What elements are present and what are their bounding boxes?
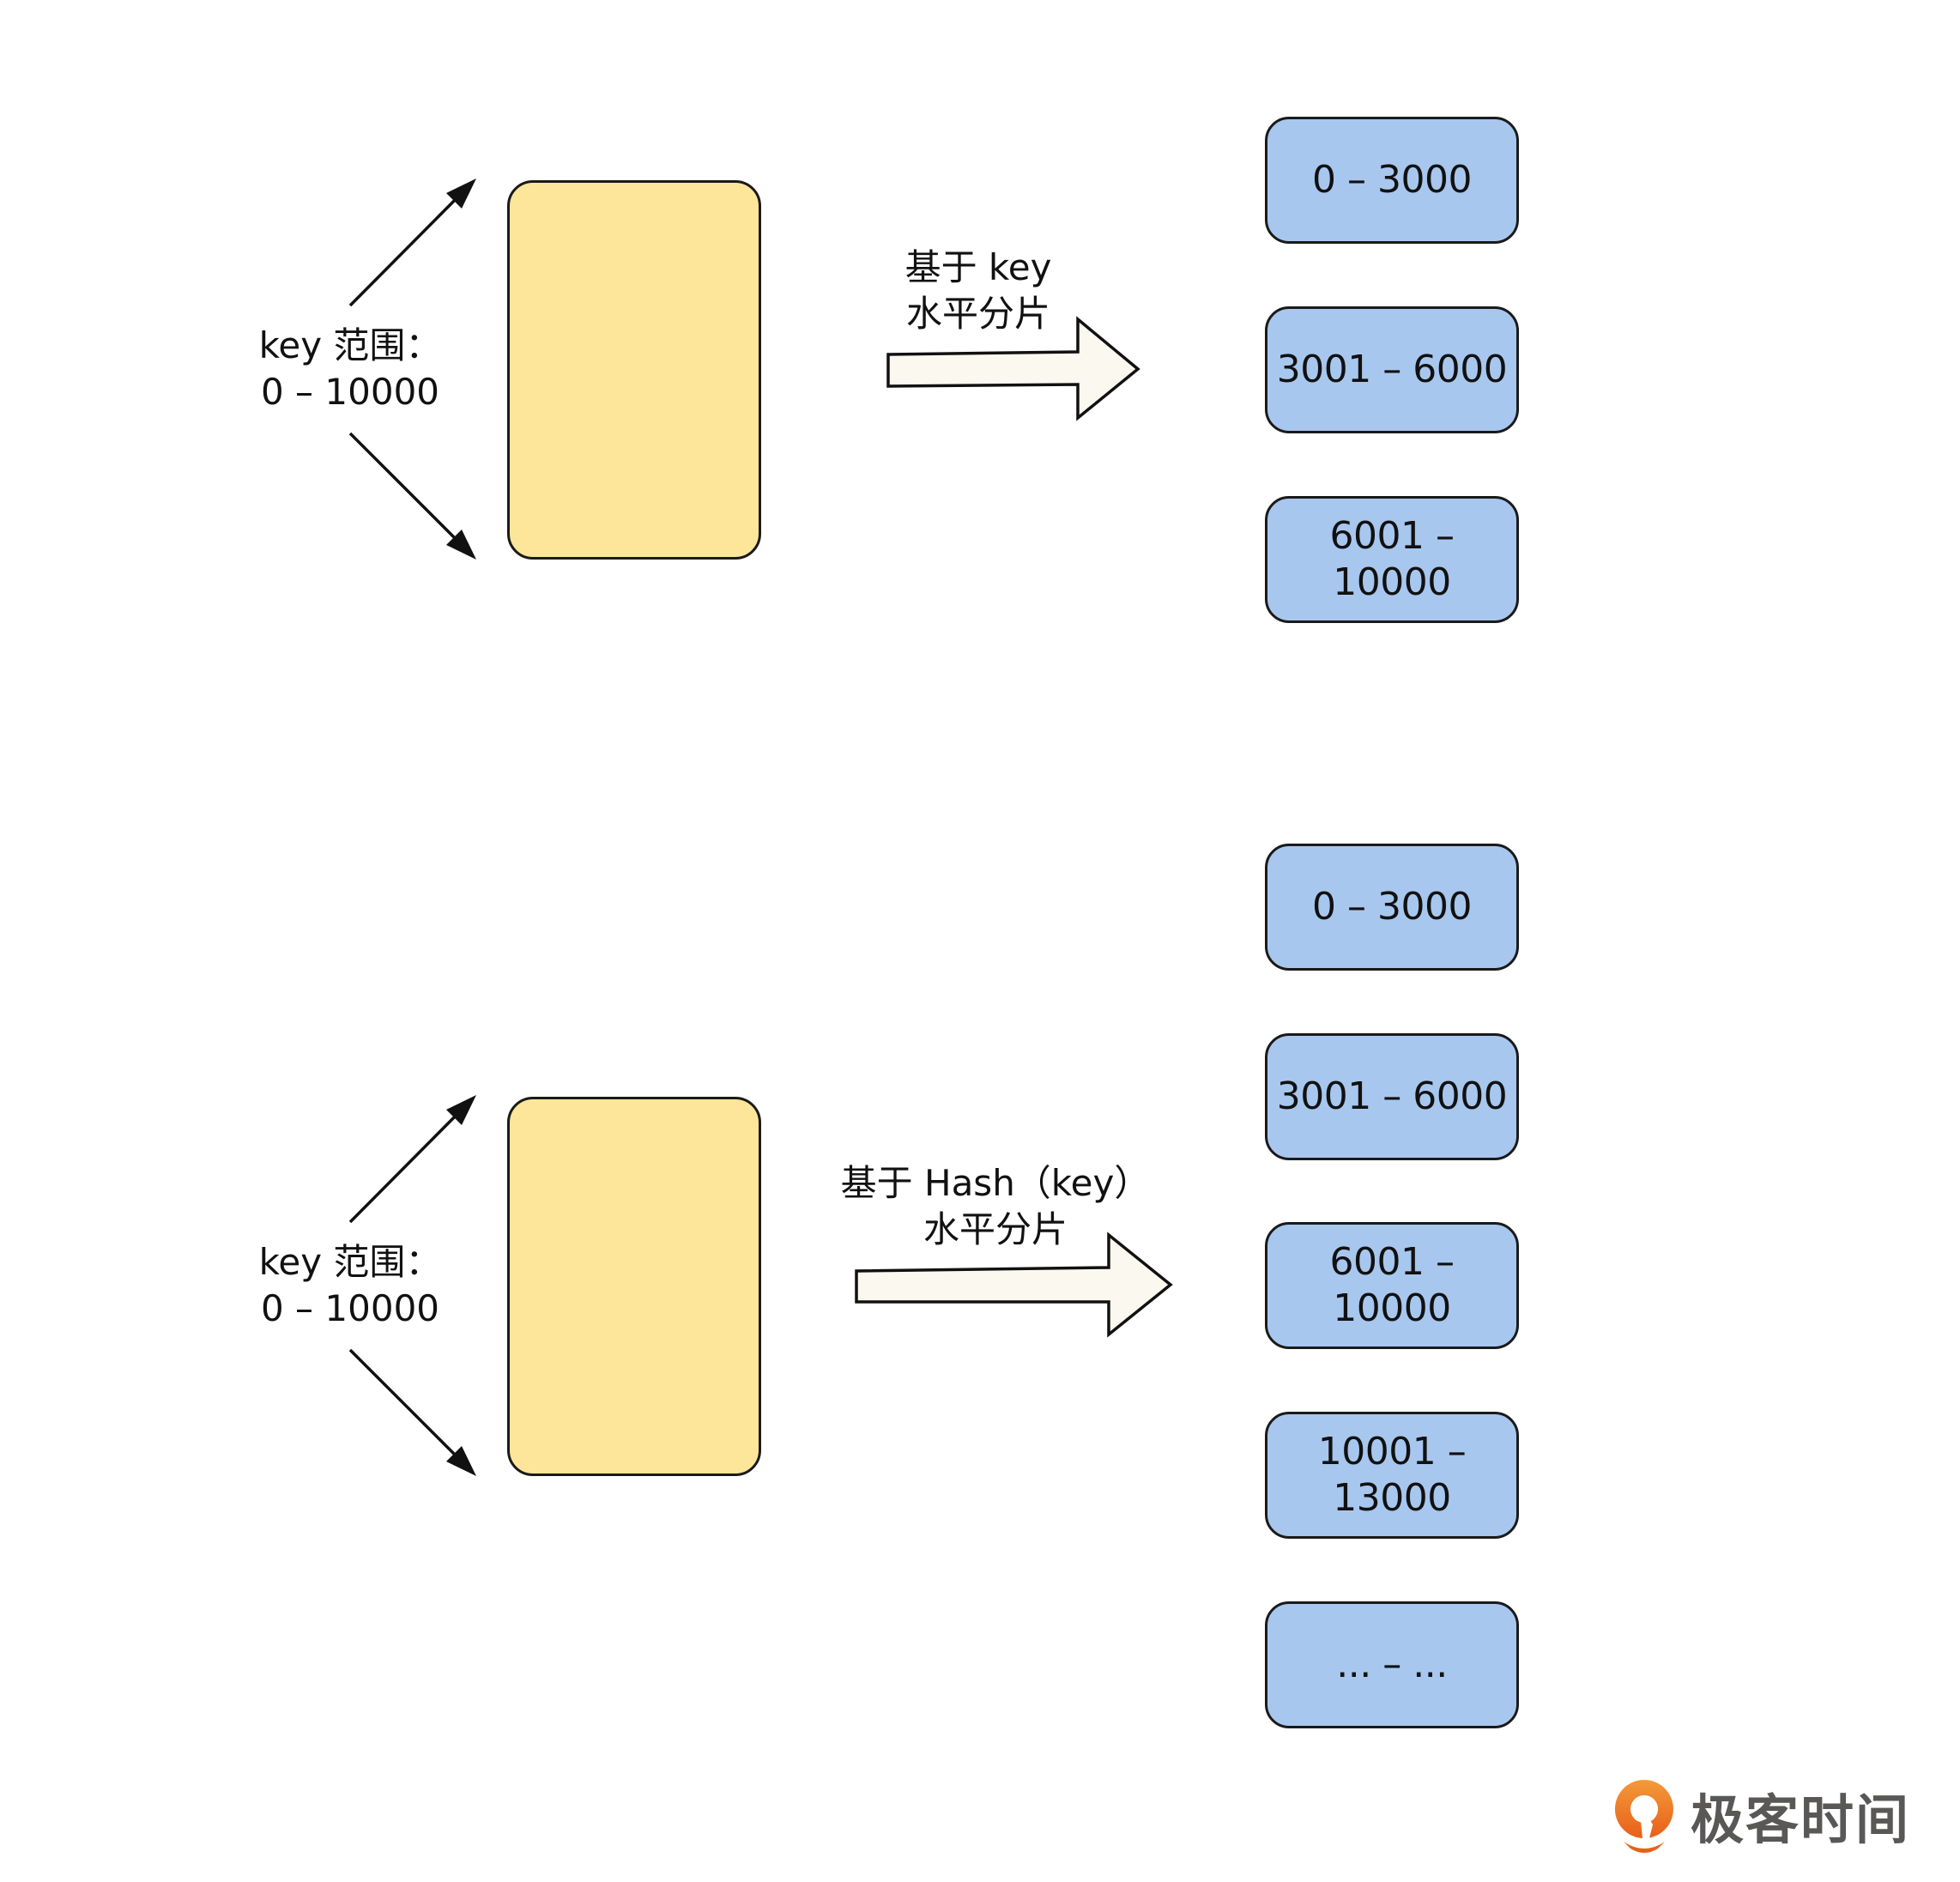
key-range-label: key 范围： 0 – 10000 [239,1239,462,1332]
shard-box: 6001 – 10000 [1265,1222,1519,1349]
geektime-logo-icon [1614,1780,1673,1853]
sharding-type: 水平分片 [923,1208,1068,1250]
shard-box: 3001 – 6000 [1265,306,1519,433]
geektime-logo: 极客时间 [1610,1776,1910,1854]
key-range-title: key 范围： [258,324,442,366]
source-table-box [507,1097,761,1476]
shard-box: 6001 – 10000 [1265,496,1519,623]
sharding-method: 基于 key [904,246,1052,288]
key-range-value: 0 – 10000 [260,1287,440,1329]
source-table-box [507,180,761,560]
shard-range: 6001 – 10000 [1329,514,1455,604]
shard-range: 0 – 3000 [1312,158,1472,202]
shard-box: 0 – 3000 [1265,117,1519,244]
top-sharding-arrow [886,316,1140,421]
key-range-value: 0 – 10000 [260,371,440,413]
shard-box: 10001 – 13000 [1265,1412,1519,1539]
top-down-arrow [348,432,476,560]
sharding-method-label: 基于 key 水平分片 [892,245,1064,337]
bottom-down-arrow [348,1348,476,1476]
bottom-up-arrow [348,1095,476,1224]
sharding-type: 水平分片 [905,293,1050,335]
key-range-title: key 范围： [258,1241,442,1283]
shard-range: 6001 – 10000 [1329,1240,1455,1330]
shard-range: 3001 – 6000 [1276,1074,1508,1118]
sharding-method: 基于 Hash（key） [840,1162,1151,1204]
shard-range: 0 – 3000 [1312,885,1472,929]
shard-box: 0 – 3000 [1265,844,1519,971]
sharding-method-label: 基于 Hash（key） 水平分片 [832,1160,1158,1253]
shard-range: 10001 – 13000 [1317,1430,1467,1520]
shard-box: ... – ... [1265,1601,1519,1728]
shard-range: ... – ... [1336,1643,1448,1686]
key-range-label: key 范围： 0 – 10000 [239,323,462,415]
top-up-arrow [348,179,476,307]
bottom-sharding-arrow [855,1231,1173,1338]
logo-text: 极客时间 [1691,1788,1911,1851]
shard-box: 3001 – 6000 [1265,1033,1519,1160]
shard-range: 3001 – 6000 [1276,348,1508,391]
